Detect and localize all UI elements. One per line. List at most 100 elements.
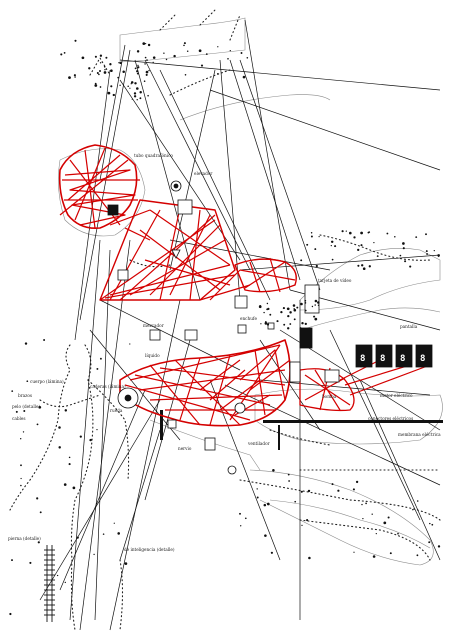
node-dot	[301, 322, 304, 325]
node-dot	[98, 73, 100, 76]
node-dot	[293, 318, 296, 321]
node-dot	[341, 230, 344, 233]
node-dot	[186, 50, 189, 52]
node-dot	[89, 438, 92, 442]
node-dot	[136, 99, 138, 101]
node-dot	[415, 236, 418, 238]
node-dot	[117, 532, 120, 535]
node-dot	[317, 301, 320, 304]
node-dot	[412, 509, 414, 511]
node-dot	[29, 561, 32, 564]
node-dot	[36, 497, 39, 500]
node-dot	[127, 85, 129, 87]
node-dot	[286, 307, 290, 311]
node-dot	[64, 409, 68, 412]
node-dot	[437, 255, 440, 258]
node-dot	[383, 521, 387, 525]
node-dot	[119, 84, 121, 87]
node-dot	[431, 523, 434, 526]
node-dot	[314, 317, 318, 321]
node-dot	[287, 327, 290, 330]
node-dot	[103, 71, 107, 74]
node-dot	[296, 306, 299, 309]
node-dot	[227, 58, 229, 60]
node-dot	[256, 488, 258, 490]
node-dot	[264, 534, 267, 537]
panel-module	[304, 284, 320, 314]
label-elec2: membrana eléctrica	[398, 432, 441, 437]
node-dot	[372, 555, 376, 558]
node-dot	[217, 46, 219, 48]
label-arms: brazos	[18, 393, 32, 398]
node-dot	[99, 54, 103, 57]
node-dot	[276, 320, 279, 323]
node-dot	[39, 511, 42, 514]
node-dot	[103, 65, 106, 68]
node-dot	[304, 299, 307, 302]
node-dot	[315, 264, 318, 268]
node-dot	[361, 264, 364, 267]
grey-contours	[58, 17, 443, 566]
node-dot	[409, 265, 412, 268]
label-fan: ventilador	[247, 441, 270, 446]
node-dot	[68, 456, 71, 459]
node-dot	[20, 477, 22, 480]
node-dot	[239, 512, 241, 515]
node-dot	[362, 267, 366, 271]
node-dot	[152, 56, 156, 59]
node-dot	[258, 305, 262, 309]
node-dot	[367, 231, 370, 234]
node-dot	[416, 554, 419, 557]
node-dot	[129, 87, 131, 89]
node-dot	[205, 53, 208, 55]
node-dot	[269, 313, 272, 316]
node-dot	[142, 42, 146, 45]
node-dot	[146, 59, 148, 61]
label-panel-right: tarjeta de vídeo	[318, 278, 352, 283]
node-dot	[147, 94, 149, 97]
node-dot	[136, 72, 139, 75]
node-dot	[433, 249, 435, 252]
node-dot	[416, 500, 419, 502]
node-dot	[144, 56, 147, 59]
node-dot	[124, 562, 128, 565]
node-dot	[429, 522, 431, 525]
label-motor-socket: enchufe	[240, 316, 257, 321]
node-dot	[183, 44, 185, 47]
node-dot	[387, 516, 390, 519]
node-dot	[402, 242, 405, 245]
annotation-labels: tubo quadrafónico elevador enchufe mezca…	[8, 153, 441, 552]
node-dot	[310, 235, 313, 238]
node-dot	[9, 612, 12, 616]
node-dot	[294, 500, 297, 503]
node-dot	[163, 52, 165, 54]
node-dot	[373, 241, 375, 244]
node-dot	[304, 322, 307, 326]
node-dot	[313, 315, 316, 318]
node-dot	[389, 552, 392, 555]
node-dot	[334, 245, 337, 248]
node-dot	[38, 405, 42, 409]
node-dot	[266, 323, 270, 326]
black-bars	[160, 410, 443, 450]
node-dot	[113, 522, 115, 524]
node-dot	[144, 63, 146, 65]
node-dot	[74, 76, 76, 78]
square-module	[324, 369, 340, 383]
node-dot	[288, 480, 290, 482]
label-cable-left: cables	[12, 416, 26, 421]
node-dot	[293, 308, 295, 310]
node-dot	[311, 305, 314, 308]
node-dot	[331, 258, 334, 261]
label-hips: caderas (lámina)	[90, 384, 126, 389]
node-dot	[173, 54, 176, 58]
node-dot	[300, 490, 303, 493]
node-dot	[110, 85, 113, 88]
node-dot	[399, 254, 402, 257]
node-dot	[72, 486, 76, 490]
node-dot	[37, 541, 40, 544]
node-dot	[314, 299, 318, 303]
node-dot	[137, 64, 139, 67]
node-dot	[76, 536, 79, 539]
node-dot	[152, 61, 154, 64]
